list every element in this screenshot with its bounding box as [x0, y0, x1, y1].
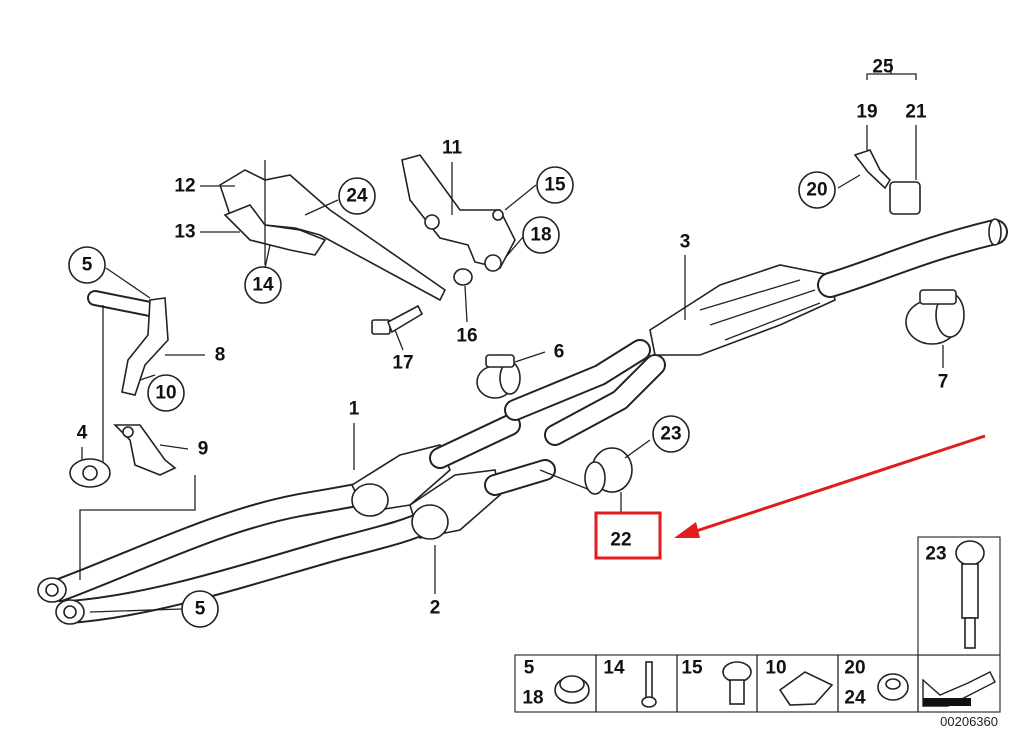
callout-13: 13 — [174, 222, 195, 243]
callout-23: 23 — [660, 424, 681, 445]
legend-14: 14 — [603, 658, 625, 679]
hex-nut-icon — [877, 673, 909, 701]
gasket-4 — [69, 458, 111, 488]
callout-12: 12 — [174, 176, 195, 197]
callout-6: 6 — [554, 342, 565, 363]
hex-bolt-icon — [722, 661, 752, 705]
flanges — [37, 577, 85, 625]
leader-lines — [81, 60, 944, 613]
shoulder-bolt-icon — [955, 540, 985, 649]
callout-1: 1 — [349, 399, 360, 420]
callout-5-bottom: 5 — [195, 599, 206, 620]
direction-arrow-icon — [922, 671, 996, 707]
flange-nut-icon — [554, 675, 590, 704]
clamp-7 — [905, 289, 965, 345]
callout-9: 9 — [198, 439, 209, 460]
callout-17: 17 — [392, 353, 413, 374]
fastener-legend: 5 18 14 15 10 20 24 23 — [514, 536, 1001, 713]
callout-3: 3 — [680, 232, 691, 253]
red-arrow-icon — [674, 434, 986, 538]
callout-10: 10 — [155, 383, 176, 404]
callout-19: 19 — [856, 102, 877, 123]
front-pipe-2 — [58, 508, 442, 624]
legend-20: 20 — [844, 658, 865, 679]
bracket-12-13 — [219, 160, 447, 302]
callout-7: 7 — [938, 372, 949, 393]
rubber-mount — [584, 447, 633, 495]
hanger-parts — [853, 149, 921, 215]
drawing-code: 00206360 — [940, 714, 998, 729]
catalyst-2 — [409, 459, 556, 540]
mid-pipes — [504, 339, 666, 491]
center-muffler-3 — [649, 218, 1008, 356]
callout-5-top: 5 — [82, 255, 93, 276]
bracket-11 — [401, 154, 516, 286]
catalyst-1 — [350, 414, 521, 517]
callout-2: 2 — [430, 598, 441, 619]
callout-22: 22 — [610, 530, 631, 551]
callout-4: 4 — [77, 423, 88, 444]
legend-18: 18 — [522, 688, 543, 709]
bracket-9 — [79, 424, 196, 580]
bracket-8 — [87, 290, 169, 480]
callout-16: 16 — [456, 326, 477, 347]
legend-10: 10 — [765, 658, 786, 679]
callout-14: 14 — [252, 275, 274, 296]
bolt-17 — [371, 304, 424, 335]
legend-24: 24 — [844, 688, 866, 709]
callout-18: 18 — [530, 225, 551, 246]
callout-8: 8 — [215, 345, 226, 366]
clamp-6 — [476, 354, 521, 399]
callout-20: 20 — [806, 180, 827, 201]
callout-labels: 25 19 21 20 3 7 6 11 15 18 16 17 24 12 1… — [68, 57, 949, 628]
callout-21: 21 — [905, 102, 927, 123]
callout-15: 15 — [544, 175, 566, 196]
legend-23: 23 — [925, 544, 946, 565]
callout-24: 24 — [346, 186, 368, 207]
callout-25: 25 — [872, 57, 894, 78]
legend-15: 15 — [681, 658, 703, 679]
bolt-icon — [641, 661, 657, 708]
callout-11: 11 — [442, 138, 463, 159]
clip-nut-icon — [778, 671, 834, 706]
highlight-box-22 — [594, 511, 662, 560]
legend-5: 5 — [524, 658, 535, 679]
